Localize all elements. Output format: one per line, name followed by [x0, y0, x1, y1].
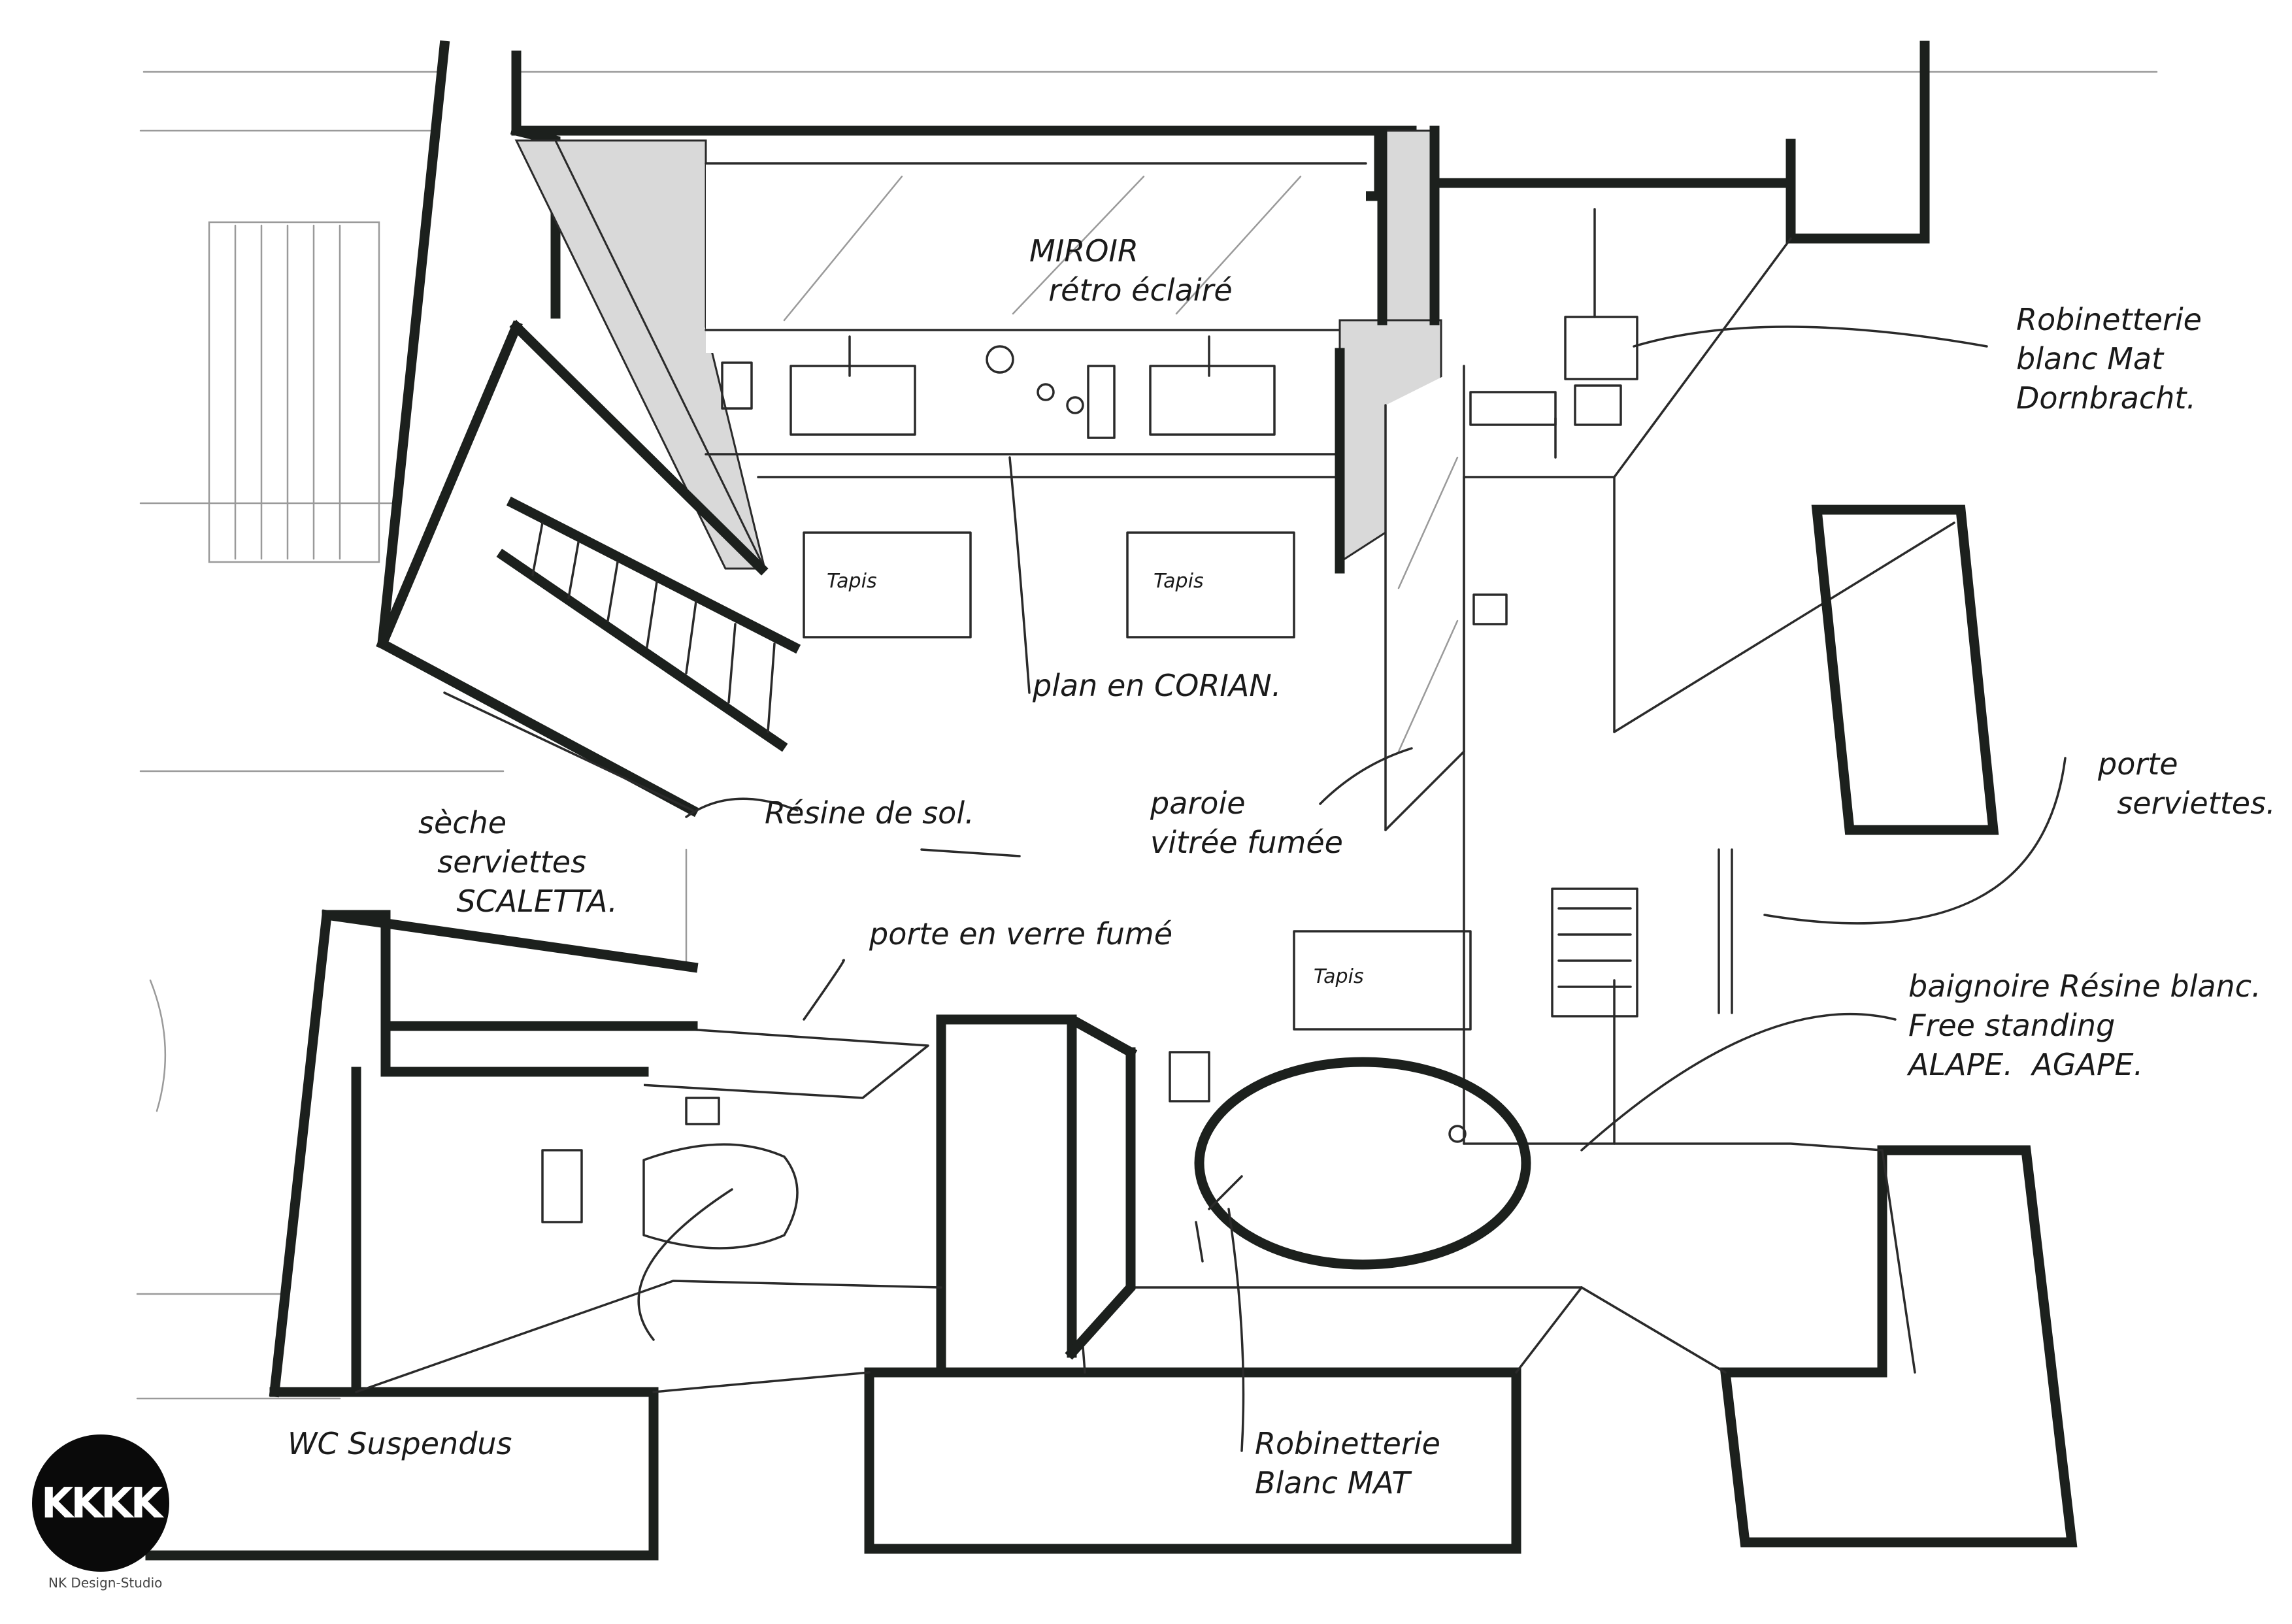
- glass-partition-annotation: paroie vitrée fumée: [1150, 786, 1343, 860]
- faucets-top-annotation: Robinetterie blanc Mat Dornbracht.: [2016, 302, 2202, 416]
- shower-area: [1463, 208, 1955, 1145]
- studio-logo: KKKK: [32, 1434, 169, 1572]
- right-bench: [1811, 505, 1999, 835]
- rugs: [803, 531, 1472, 1031]
- logo-mark: KKKK: [41, 1480, 165, 1528]
- studio-name: NK Design-Studio: [48, 1575, 163, 1591]
- floor-annotation: Résine de sol.: [765, 795, 974, 831]
- smoked-glass-door: [639, 1019, 935, 1099]
- vanity-unit: [705, 162, 1367, 478]
- leader-lines: [637, 325, 2067, 1452]
- bathtub-annotation: baignoire Résine blanc. Free standing AL…: [1908, 969, 2261, 1082]
- wc-annotation: WC Suspendus: [288, 1426, 512, 1461]
- wc-room: [145, 909, 942, 1561]
- bathtub: [1169, 1051, 1531, 1270]
- rug-label-center: Tapis: [1154, 570, 1204, 593]
- rug-label-left: Tapis: [827, 570, 877, 593]
- mirror-annotation: MIROIR rétro éclairé: [1029, 233, 1233, 308]
- faucets-bottom-annotation: Robinetterie Blanc MAT: [1255, 1426, 1440, 1500]
- left-wall-block: [376, 40, 771, 818]
- mid-partition: [936, 1014, 1138, 1378]
- rug-label-bath: Tapis: [1314, 965, 1364, 988]
- towel-dryer-annotation: sèche serviettes SCALETTA.: [418, 805, 618, 919]
- smoked-glass-door-annotation: porte en verre fumé: [869, 916, 1173, 952]
- towel-dryer-ladder: [496, 496, 801, 752]
- towel-holder: [1551, 848, 1733, 1018]
- counter-annotation: plan en CORIAN.: [1033, 668, 1282, 703]
- towel-holder-annotation: porte serviettes.: [2098, 746, 2276, 821]
